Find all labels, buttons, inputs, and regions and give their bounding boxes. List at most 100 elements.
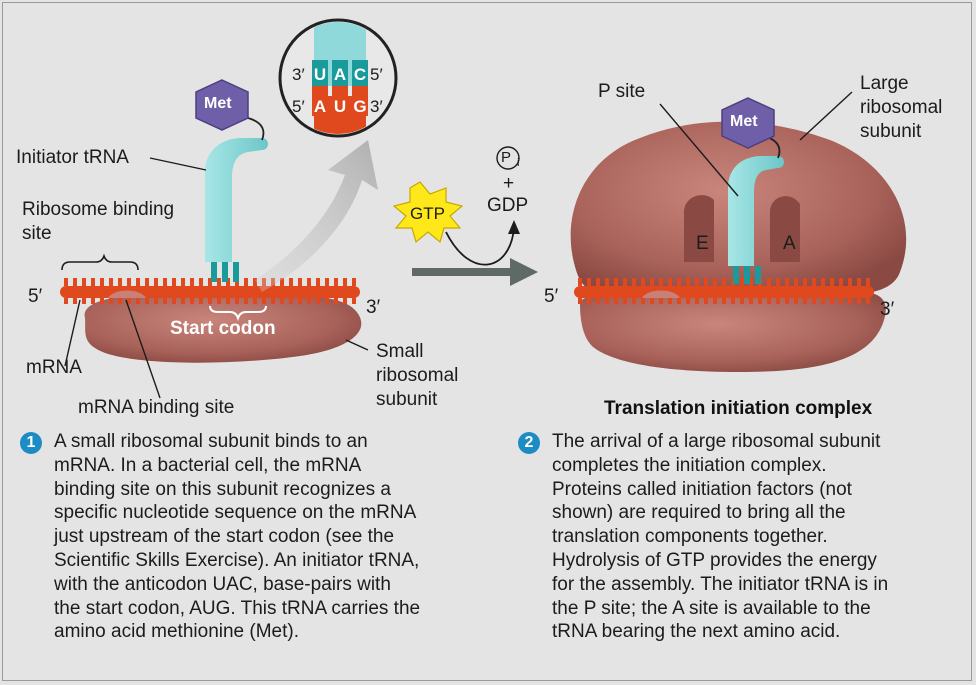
mrna-tooth (722, 278, 726, 286)
mrna-tooth (199, 298, 203, 304)
mrna-tooth (199, 278, 203, 286)
mrna-tooth (614, 298, 618, 304)
mrna-tooth (695, 298, 699, 304)
mrna-strand-left (60, 278, 360, 304)
mrna-tooth (695, 278, 699, 286)
main-arrow-head (510, 258, 538, 286)
mrna-tooth (82, 278, 86, 286)
mrna-tooth (740, 298, 744, 304)
mrna-tooth (686, 278, 690, 286)
mrna-tooth (100, 278, 104, 286)
mrna-tooth (190, 298, 194, 304)
mrna-binding-site-label: mRNA binding site (78, 397, 235, 418)
mrna-tooth (785, 278, 789, 286)
pi-circle (496, 146, 520, 170)
mrna-tooth (704, 298, 708, 304)
leader-p-site (659, 103, 739, 197)
mrna-tooth (659, 298, 663, 304)
mrna-tooth (73, 298, 77, 304)
mrna-tooth (298, 298, 302, 304)
mrna-tooth (244, 298, 248, 304)
anticodon-c: C (354, 65, 366, 84)
mrna-tooth (758, 298, 762, 304)
mrna-tooth (731, 298, 735, 304)
mrna-tooth (794, 298, 798, 304)
mrna-tooth (325, 278, 329, 286)
mrna-tooth (163, 278, 167, 286)
mrna-tooth (848, 278, 852, 286)
mrna-tooth (605, 278, 609, 286)
met-label-right: Met (730, 113, 758, 130)
met-connector-left (247, 117, 265, 141)
step-1-text: A small ribosomal subunit binds to an mR… (54, 431, 421, 643)
mrna-tooth (307, 298, 311, 304)
small-subunit-right (580, 292, 886, 372)
mrna-tooth (136, 278, 140, 286)
inset-3prime-bottom: 3′ (370, 97, 383, 116)
mrna-tooth (821, 278, 825, 286)
step-1-badge: 1 (20, 432, 42, 454)
gdp-curved-arrow (445, 227, 515, 266)
mrna-tooth (109, 298, 113, 304)
mrna-tooth (352, 278, 356, 286)
mrna-tooth (262, 298, 266, 304)
initiator-trna-left (205, 138, 268, 282)
mrna-tooth (64, 278, 68, 286)
mrna-tooth (866, 278, 870, 286)
mrna-tooth (316, 278, 320, 286)
mrna-tooth (64, 298, 68, 304)
mrna-tooth (785, 298, 789, 304)
mrna-tooth (127, 298, 131, 304)
pi-subscript: i (517, 157, 520, 169)
mrna-tooth (154, 278, 158, 286)
codon-g: G (353, 97, 366, 116)
mrna-tooth (776, 298, 780, 304)
inset-5prime-top: 5′ (370, 65, 383, 84)
e-site-tunnel (684, 195, 714, 262)
gdp-arrowhead (508, 220, 520, 234)
mrna-tooth (298, 278, 302, 286)
mrna-tooth (614, 278, 618, 286)
mrna-label: mRNA (26, 357, 82, 378)
mrna-tooth (623, 278, 627, 286)
mrna-tooth (650, 298, 654, 304)
five-prime-left: 5′ (28, 286, 43, 307)
met-label-left: Met (204, 95, 232, 112)
mrna-tooth (677, 298, 681, 304)
mrna-tooth (118, 298, 122, 304)
mrna-tooth (334, 278, 338, 286)
mrna-tooth (704, 278, 708, 286)
codon-inset: U A C A U G 3′ 5′ 5′ 3′ (278, 18, 398, 138)
mrna-tooth (812, 298, 816, 304)
codon-u: U (334, 97, 346, 116)
mrna-tooth (749, 278, 753, 286)
mrna-tooth (794, 278, 798, 286)
mrna-tooth (641, 278, 645, 286)
mrna-tooth (253, 278, 257, 286)
mrna-tooth (127, 278, 131, 286)
mrna-tooth (596, 278, 600, 286)
leader-mrna-binding-site (125, 299, 161, 399)
mrna-tooth (352, 298, 356, 304)
mrna-tooth (632, 278, 636, 286)
inset-3prime-top: 3′ (292, 65, 305, 84)
pi-letter: P (501, 149, 512, 166)
mrna-binding-site-shape (108, 290, 146, 298)
three-prime-left: 3′ (366, 297, 381, 318)
mrna-tooth (623, 298, 627, 304)
mrna-tooth (839, 278, 843, 286)
mrna-tooth (163, 298, 167, 304)
mrna-tooth (91, 298, 95, 304)
zoom-arrow (255, 140, 378, 292)
plus-label: + (503, 173, 515, 194)
gtp-starburst (392, 181, 464, 244)
main-arrow-shaft (412, 268, 512, 276)
mrna-tooth (226, 298, 230, 304)
mrna-tooth (289, 298, 293, 304)
mrna-tooth (596, 298, 600, 304)
ribosome-binding-site-label: Ribosome binding site (22, 199, 175, 244)
mrna-tooth (289, 278, 293, 286)
mrna-tooth (208, 278, 212, 286)
mrna-tooth (605, 298, 609, 304)
